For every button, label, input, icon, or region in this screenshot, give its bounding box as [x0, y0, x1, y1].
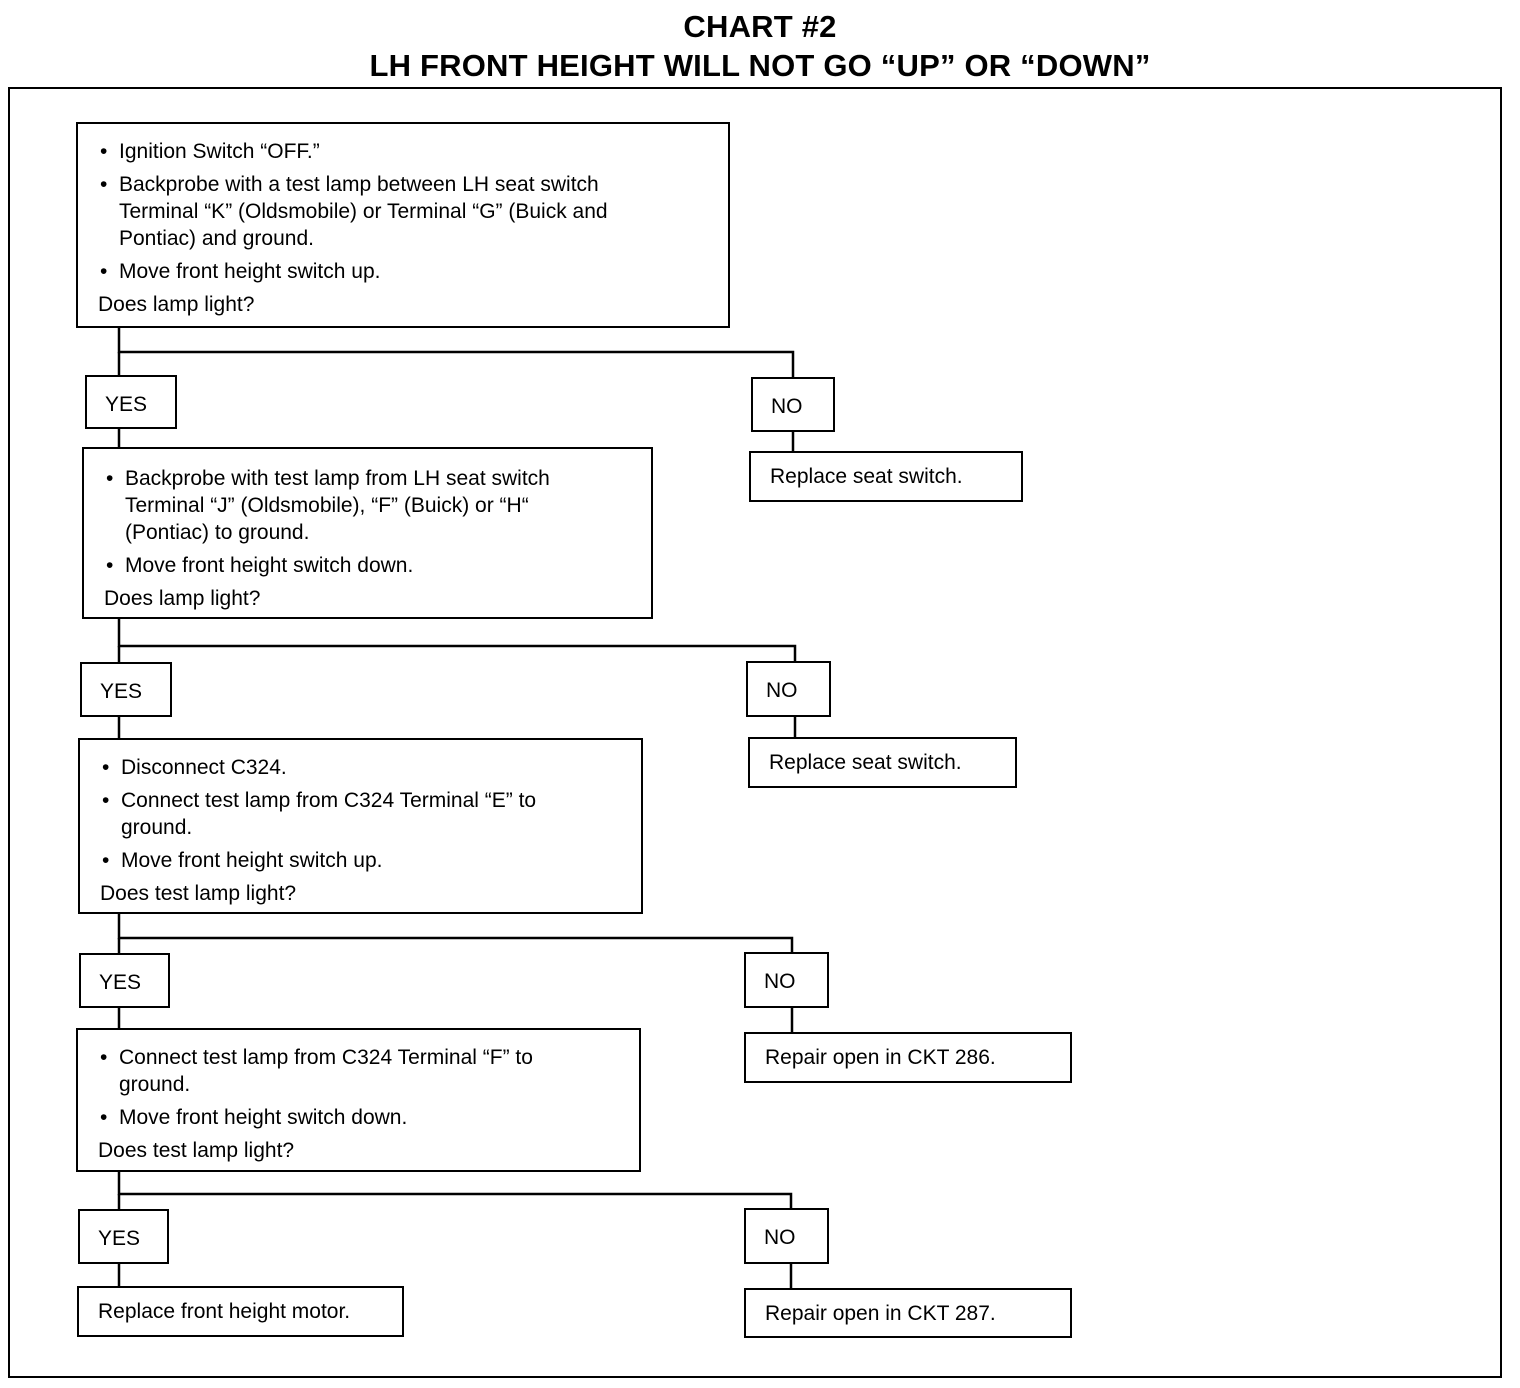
step-4-box: Connect test lamp from C324 Terminal “F”…: [76, 1028, 641, 1172]
step-3-question: Does test lamp light?: [100, 882, 297, 905]
step-1-box: Ignition Switch “OFF.” Backprobe with a …: [76, 122, 730, 328]
step-1-no-result: Replace seat switch.: [749, 451, 1023, 502]
step-3-no-result: Repair open in CKT 286.: [744, 1032, 1072, 1083]
step-1-instructions: Ignition Switch “OFF.” Backprobe with a …: [98, 138, 718, 285]
chart-frame: [8, 87, 1502, 1378]
step-2-instructions: Backprobe with test lamp from LH seat sw…: [104, 465, 641, 579]
chart-title-line-1: CHART #2: [683, 9, 837, 44]
step-4-no-result: Repair open in CKT 287.: [744, 1288, 1072, 1338]
step-3-bullet-1: Disconnect C324.: [100, 754, 631, 781]
step-2-bullet-2: Move front height switch down.: [104, 552, 641, 579]
step-3-no-label: NO: [744, 952, 829, 1008]
step-1-yes-label: YES: [85, 375, 177, 429]
step-1-bullet-3: Move front height switch up.: [98, 258, 718, 285]
step-3-yes-label: YES: [79, 953, 170, 1008]
chart-title-line-2: LH FRONT HEIGHT WILL NOT GO “UP” OR “DOW…: [369, 48, 1151, 83]
step-4-bullet-2: Move front height switch down.: [98, 1104, 629, 1131]
step-4-no-label: NO: [744, 1208, 829, 1264]
step-1-bullet-1: Ignition Switch “OFF.”: [98, 138, 718, 165]
step-1-no-label: NO: [751, 377, 835, 432]
step-2-no-label: NO: [746, 661, 831, 717]
step-3-instructions: Disconnect C324. Connect test lamp from …: [100, 754, 631, 874]
step-1-question: Does lamp light?: [98, 293, 255, 316]
step-1-bullet-2: Backprobe with a test lamp between LH se…: [98, 171, 718, 252]
step-3-box: Disconnect C324. Connect test lamp from …: [78, 738, 643, 914]
step-3-bullet-3: Move front height switch up.: [100, 847, 631, 874]
step-4-question: Does test lamp light?: [98, 1139, 295, 1162]
step-2-no-result: Replace seat switch.: [748, 737, 1017, 788]
final-yes-result: Replace front height motor.: [77, 1286, 404, 1337]
step-4-instructions: Connect test lamp from C324 Terminal “F”…: [98, 1044, 629, 1131]
step-4-bullet-1: Connect test lamp from C324 Terminal “F”…: [98, 1044, 629, 1098]
step-2-box: Backprobe with test lamp from LH seat sw…: [82, 447, 653, 619]
step-2-bullet-1: Backprobe with test lamp from LH seat sw…: [104, 465, 641, 546]
step-2-yes-label: YES: [80, 662, 172, 717]
step-4-yes-label: YES: [78, 1209, 169, 1264]
step-3-bullet-2: Connect test lamp from C324 Terminal “E”…: [100, 787, 631, 841]
step-2-question: Does lamp light?: [104, 587, 261, 610]
